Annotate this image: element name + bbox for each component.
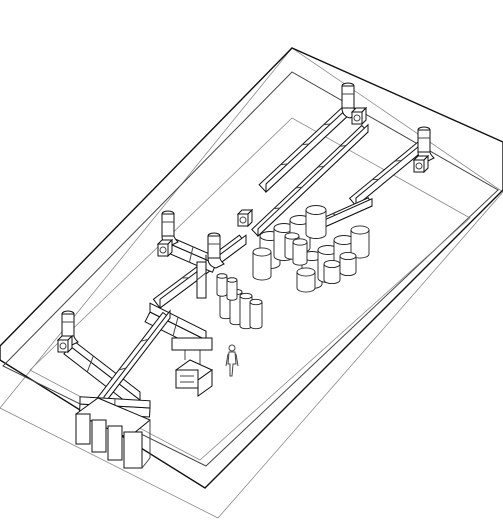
duct-upper-right-b — [251, 123, 369, 238]
storage-tank-5 — [252, 247, 272, 281]
collector-units — [75, 337, 213, 469]
storage-tank-19 — [323, 259, 341, 285]
wall-bottom-edge — [0, 189, 503, 489]
floor-inner-outline — [29, 117, 471, 461]
fan-unit-3 — [156, 238, 174, 258]
duct-runs — [63, 102, 425, 418]
fan-units — [56, 106, 430, 354]
storage-tank-10 — [296, 267, 316, 293]
storage-tanks — [216, 205, 370, 330]
storage-tank-14 — [249, 298, 263, 330]
fan-unit-2 — [412, 154, 430, 174]
storage-tank-13 — [239, 292, 253, 330]
storage-tank-20 — [339, 251, 357, 277]
stack-center — [207, 232, 225, 269]
storage-tank-9 — [350, 225, 370, 259]
collector-center — [171, 337, 213, 397]
duct-center-drop — [196, 254, 207, 299]
storage-tank-4 — [305, 205, 327, 239]
storage-tank-18 — [292, 238, 308, 266]
duct-far-right — [348, 140, 425, 208]
wall-top-edge — [0, 47, 503, 347]
room-enclosure — [0, 47, 503, 519]
fan-unit-4 — [56, 334, 74, 354]
human-figure — [225, 344, 239, 377]
collector-lower-left — [75, 397, 151, 469]
floor-slab-outer — [0, 47, 503, 519]
fan-unit-1 — [350, 106, 368, 126]
storage-tank-16 — [226, 277, 238, 301]
storage-tank-15 — [216, 273, 228, 297]
fan-unit-5 — [236, 208, 254, 228]
